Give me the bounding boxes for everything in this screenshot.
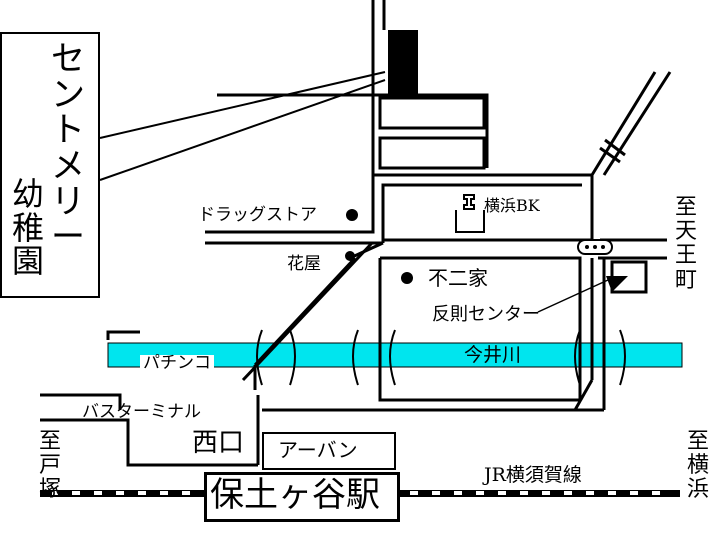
direction-yokohama: 至 横 浜 xyxy=(686,429,709,503)
urban-building xyxy=(262,432,396,470)
fujiya-label: 不二家 xyxy=(428,266,488,290)
bus-terminal-label: バスターミナル xyxy=(82,402,201,422)
kindergarten-pointer xyxy=(99,71,386,181)
drugstore-marker xyxy=(346,209,358,221)
urban-label: アーバン xyxy=(278,438,358,462)
kindergarten-name-kanji: 幼 稚 園 xyxy=(11,175,44,281)
river-label: 今井川 xyxy=(464,344,522,366)
kindergarten-name-katakana: セ ン ト メ リ ー xyxy=(51,39,85,258)
florist-marker xyxy=(345,251,355,261)
resale-center-marker xyxy=(606,276,628,292)
fujiya-marker xyxy=(401,272,413,284)
pachinko-label: パチンコ xyxy=(140,355,214,372)
direction-totsuka: 至 戸 塚 xyxy=(38,429,61,503)
bank-label: 横浜BK xyxy=(484,196,540,215)
bridges xyxy=(256,329,626,386)
kindergarten-building xyxy=(388,30,418,94)
bank-marker xyxy=(455,194,485,233)
west-exit-label: 西口 xyxy=(192,428,245,458)
drugstore-label: ドラッグストア xyxy=(198,205,317,225)
kindergarten-box xyxy=(0,32,100,298)
station-label: 保土ヶ谷駅 xyxy=(210,475,380,515)
florist-label: 花屋 xyxy=(287,254,321,274)
direction-tennocho: 至 天 王 町 xyxy=(674,195,697,293)
police-box-marker xyxy=(577,239,613,255)
roads xyxy=(40,0,672,467)
resale-center-label: 反則センター xyxy=(432,304,540,325)
station-building xyxy=(204,472,400,522)
railway-label: JR横須賀線 xyxy=(484,464,582,486)
